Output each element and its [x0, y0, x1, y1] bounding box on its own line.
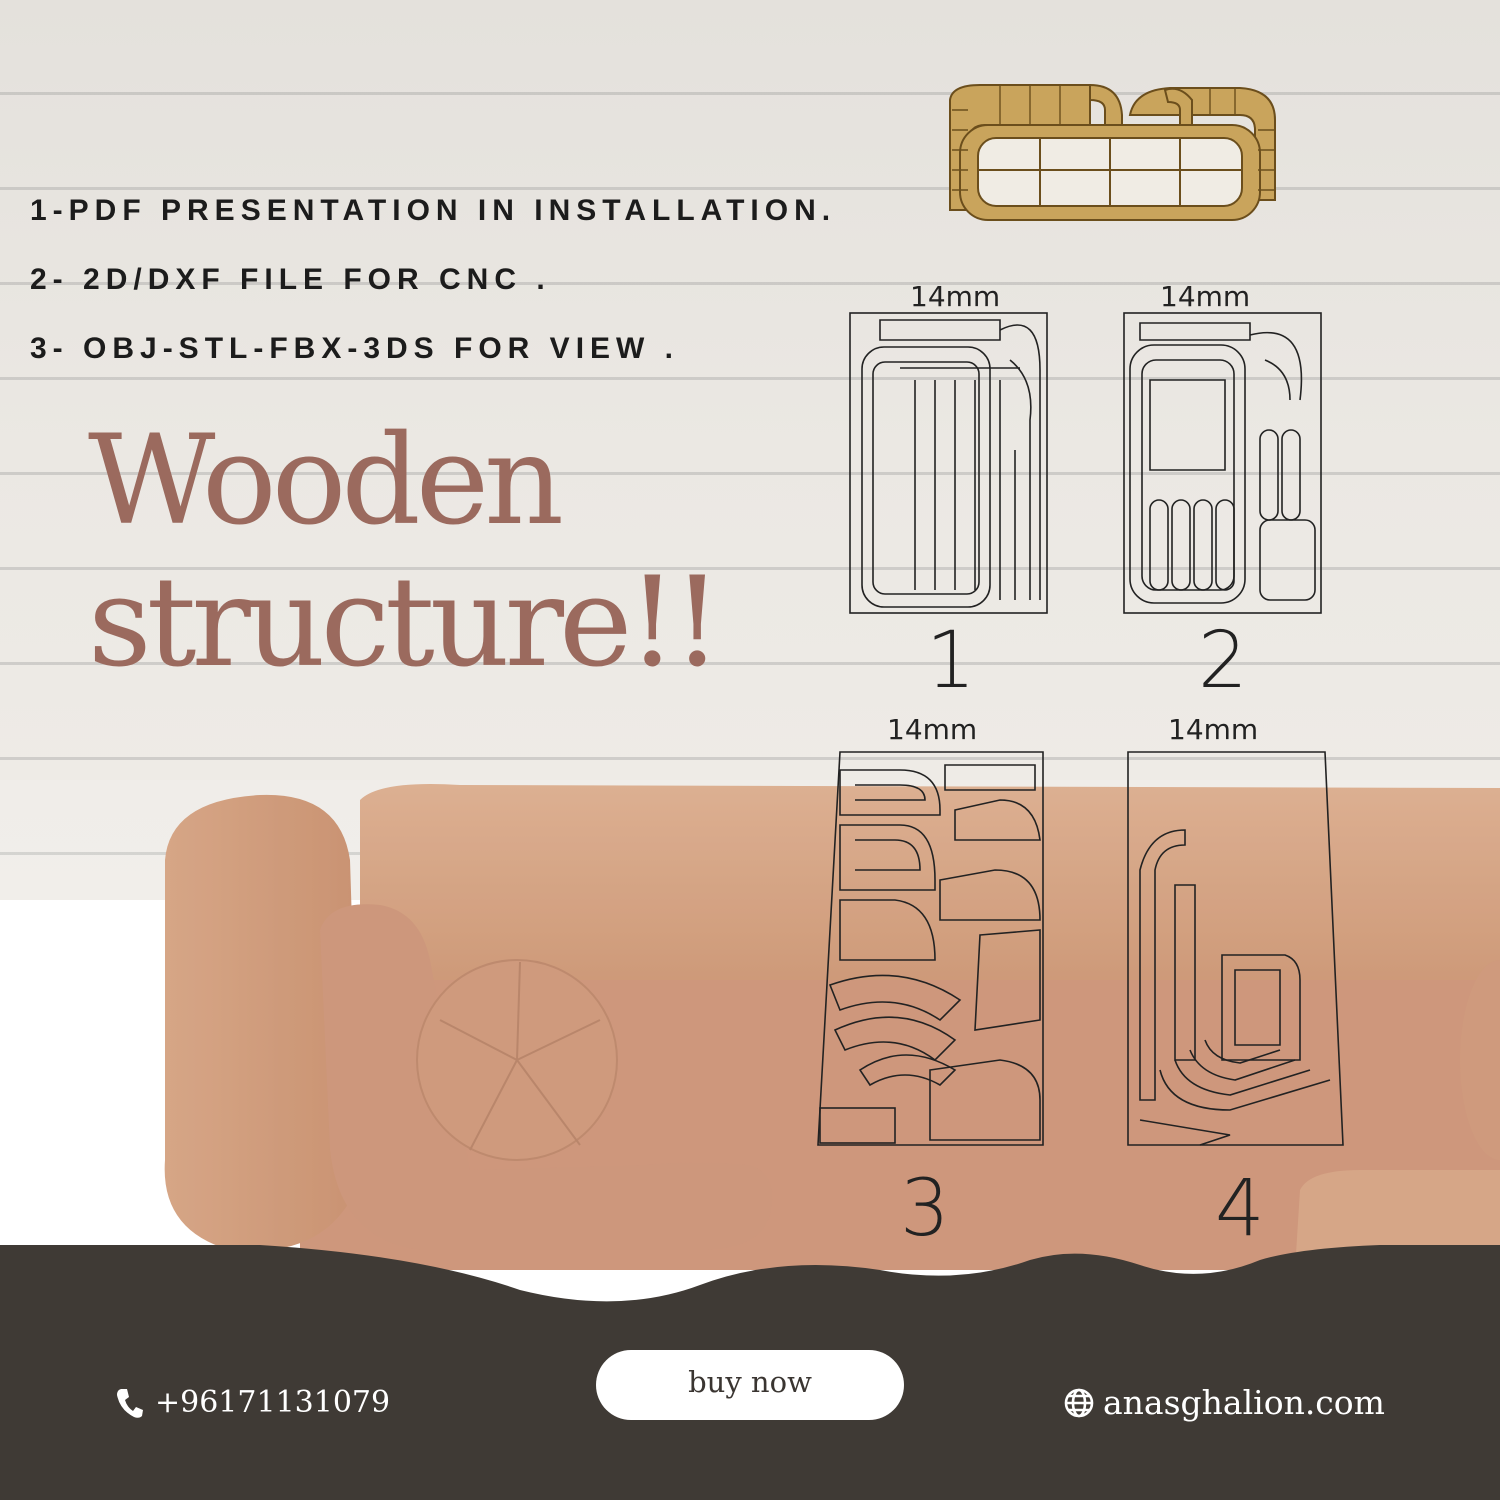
sheet-3-number: 3: [900, 1164, 950, 1254]
sheet-4-outline: [1127, 751, 1344, 1146]
sheet-3-parts: [819, 764, 1041, 1144]
phone-icon: [117, 1388, 143, 1418]
website-url: anasghalion.com: [1103, 1383, 1385, 1422]
sheet-3-outline: [817, 751, 1044, 1146]
sheet-1-parts: [879, 319, 1041, 600]
feature-list: 1-PDF PRESENTATION IN INSTALLATION. 2- 2…: [30, 190, 836, 397]
phone-contact[interactable]: +96171131079: [115, 1385, 390, 1420]
globe-icon: [1064, 1388, 1094, 1417]
buy-now-button[interactable]: buy now: [596, 1350, 904, 1420]
wooden-frame-3d-model: [949, 83, 1276, 221]
sheet-2-outline: [1123, 312, 1322, 614]
headline: Wooden structure!!: [88, 409, 722, 695]
sheet-1-outline: [849, 312, 1048, 614]
sheet-1-thickness: 14mm: [910, 280, 1001, 313]
feature-item-3d-formats: 3- OBJ-STL-FBX-3DS FOR VIEW .: [30, 332, 680, 365]
sheet-1-number: 1: [926, 616, 976, 706]
feature-item-dxf: 2- 2D/DXF FILE FOR CNC .: [30, 263, 551, 296]
phone-number: +96171131079: [155, 1385, 391, 1420]
feature-item-pdf: 1-PDF PRESENTATION IN INSTALLATION.: [30, 194, 837, 227]
sheet-2-thickness: 14mm: [1160, 280, 1251, 313]
sheet-3-thickness: 14mm: [887, 713, 978, 746]
headline-line-2: structure!!: [88, 551, 722, 695]
sheet-4-number: 4: [1215, 1164, 1265, 1254]
sheet-2-parts: [1139, 322, 1316, 601]
sheet-4-parts: [1139, 829, 1331, 1146]
headline-line-1: Wooden: [88, 409, 564, 553]
sheet-4-thickness: 14mm: [1168, 713, 1259, 746]
sheet-2-number: 2: [1198, 616, 1248, 706]
website-link[interactable]: anasghalion.com: [1063, 1383, 1385, 1422]
